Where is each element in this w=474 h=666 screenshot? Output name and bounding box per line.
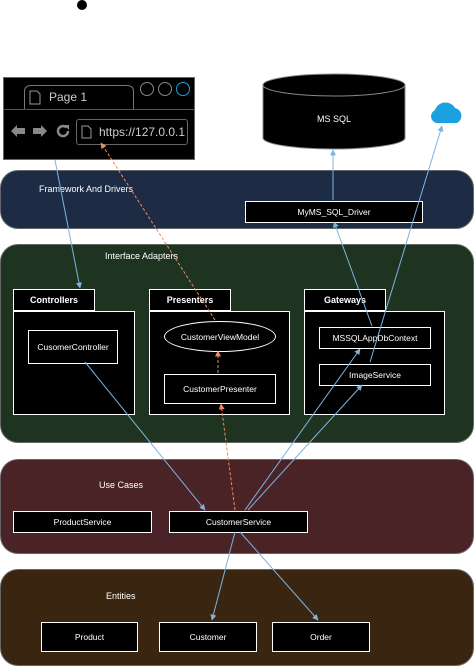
customer-viewmodel-ellipse[interactable]: CustomerViewModel (164, 321, 276, 352)
window-button-1[interactable] (140, 82, 154, 96)
layer-usecases-title: Use Cases (99, 480, 144, 490)
layer-framework-title: Framework And Drivers (39, 184, 134, 194)
cloud-icon (431, 102, 462, 123)
layer-entities-title: Entities (106, 591, 136, 601)
ms-sql-database (262, 73, 406, 150)
image-service-box[interactable]: ImageService (319, 364, 431, 386)
layer-interface-adapters: Interface Adapters Controllers CusomerCo… (0, 244, 474, 443)
order-entity-box[interactable]: Order (272, 622, 370, 652)
customer-entity-box[interactable]: Customer (159, 622, 257, 652)
mssql-appdbcontext-box[interactable]: MSSQLAppDbContext (319, 327, 431, 349)
reload-icon[interactable] (55, 123, 71, 139)
presenters-package: CustomerViewModel CustomerPresenter (149, 311, 290, 415)
browser-toolbar-line (4, 109, 194, 110)
layer-adapters-title: Interface Adapters (105, 251, 179, 261)
ms-sql-label: MS SQL (316, 114, 351, 124)
customer-service-box[interactable]: CustomerService (169, 511, 308, 533)
layer-entities: Entities Product Customer Order (0, 569, 474, 666)
gateways-tab: Gateways (304, 289, 386, 311)
presenters-tab: Presenters (149, 289, 231, 311)
browser-tab-label: Page 1 (49, 90, 88, 104)
product-service-box[interactable]: ProductService (13, 511, 152, 533)
address-text: https://127.0.0.1 (99, 125, 186, 139)
address-bar[interactable]: https://127.0.0.1 (76, 119, 188, 145)
layer-framework-drivers: Framework And Drivers MyMS_SQL_Driver (0, 170, 474, 229)
back-arrow-icon[interactable] (10, 124, 26, 138)
browser-window: Page 1 https://127.0.0.1 (3, 77, 195, 160)
top-dot (77, 0, 87, 10)
customer-presenter-box[interactable]: CustomerPresenter (164, 374, 276, 404)
window-button-3[interactable] (176, 82, 190, 96)
driver-box[interactable]: MyMS_SQL_Driver (245, 201, 423, 223)
controllers-tab: Controllers (13, 289, 95, 311)
controllers-package: CusomerController (13, 311, 135, 415)
window-button-2[interactable] (158, 82, 172, 96)
gateways-package: MSSQLAppDbContext ImageService (304, 311, 445, 415)
page-icon (81, 125, 92, 139)
page-icon (29, 90, 41, 105)
browser-tab[interactable]: Page 1 (24, 85, 134, 109)
cusomer-controller-box[interactable]: CusomerController (28, 330, 118, 364)
forward-arrow-icon[interactable] (32, 124, 48, 138)
product-entity-box[interactable]: Product (41, 622, 138, 652)
layer-use-cases: Use Cases ProductService CustomerService (0, 459, 474, 554)
